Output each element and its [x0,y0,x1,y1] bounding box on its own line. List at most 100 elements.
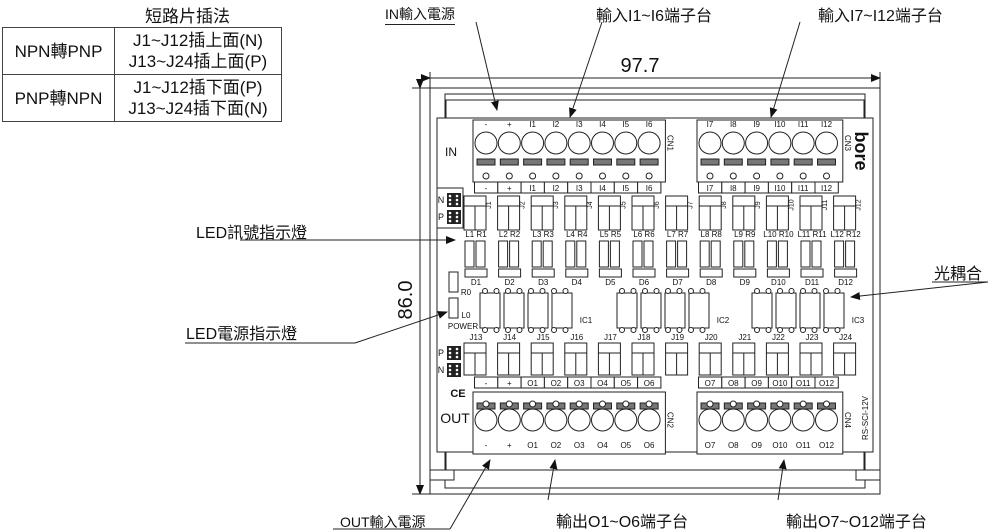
pin [482,327,488,333]
setting-cell: J1~J12插上面(N)J13~J24插上面(P) [114,27,282,75]
terminal-label: I4 [599,184,606,193]
jumper-label: J2 [520,201,527,209]
rail-foot [855,469,881,481]
jumper-label: J9 [755,201,762,209]
test-hole [599,400,606,408]
in-connector-cn3 [696,119,844,194]
pin [455,194,459,198]
terminal-label: O3 [574,379,585,388]
annotation-out-o7-o12: 輸出O7~O12端子台 [786,514,927,531]
terminal-label: I1 [529,184,536,193]
pin [539,288,546,294]
callout-out-o1-o6 [547,459,558,501]
pin [493,288,500,294]
pin [528,288,534,294]
test-hole [482,400,490,408]
resistor [677,240,688,268]
test-hole [799,172,807,180]
pin [448,198,452,202]
optocoupler-ic [799,292,821,329]
pin [455,372,459,376]
jumper-label: J17 [604,333,617,342]
pin [455,364,459,368]
jumper-label: J18 [638,333,651,342]
pin [699,327,706,333]
callout-optocoupler [850,281,989,300]
terminal-label: O4 [597,441,608,450]
annotation-in-power: IN輸入電源 [385,4,455,25]
resistor [509,240,520,268]
diode-label: D11 [805,278,820,287]
screw-terminal [637,131,661,155]
resistor [609,240,620,268]
pin [823,288,829,294]
optocoupler-ic [616,292,638,329]
screw-terminal [614,131,638,155]
terminal-label: O1 [527,379,538,388]
np-label: N [438,365,445,375]
clamp [499,158,519,166]
jumper-label: J19 [671,333,684,342]
pin [448,351,452,355]
jumper-label: J21 [738,333,751,342]
clamp [546,158,566,166]
terminal-label: O9 [751,441,762,450]
jumper-label: J12 [856,199,863,210]
test-hole [599,172,606,180]
terminal-label: - [485,184,488,193]
terminal-label: I10 [774,184,786,193]
pin [754,288,760,294]
resistor [475,240,486,268]
pin [665,288,671,294]
screw-terminal [497,131,521,155]
pin [455,347,459,351]
diode-label: D7 [672,278,683,287]
diode-label: D2 [504,278,515,287]
mode-cell: PNP轉NPN [2,74,115,122]
setting-line: J13~J24插下面(N) [128,99,268,118]
terminal-label: + [507,441,512,450]
terminal-label: I1 [529,120,536,129]
terminal-label: - [485,441,488,450]
terminal-label: O8 [728,441,739,450]
screw-terminal [721,408,745,432]
pin [834,327,841,333]
terminal-label-box [814,376,839,389]
pin [455,351,459,355]
diode [834,268,858,278]
clamp [593,158,612,166]
pin [448,219,452,223]
pin [448,211,452,215]
pin [619,327,625,333]
test-hole [505,172,513,180]
test-hole [799,400,807,408]
terminal-label: O5 [620,379,631,388]
annotation-in-i7-i12: 輸入I7~I12端子台 [818,8,943,25]
optocoupler-ic [551,292,573,329]
callout-in-power [475,21,499,111]
pin [516,327,523,333]
annotation-out-o1-o6: 輸出O1~O6端子台 [556,514,689,531]
pin [493,327,500,333]
pin [448,355,452,359]
diode [766,268,790,278]
pin [800,288,806,294]
clamp [817,158,836,166]
pin [448,194,452,198]
pin [823,327,829,333]
table-row: NPN轉PNP J1~J12插上面(N)J13~J24插上面(P) [2,27,282,75]
diode [800,268,824,278]
pin [811,327,818,333]
terminal-label: I12 [821,120,833,129]
pin [653,288,660,294]
diode-label: D4 [572,278,583,287]
pin [505,288,511,294]
led-indicator [800,240,811,268]
pin [777,327,783,333]
in-connector-cn1 [472,119,666,194]
optocoupler-ic [527,292,549,329]
led-label: L6 R6 [633,230,655,239]
terminal-label: I7 [707,120,714,129]
ce-mark: CE [450,388,465,400]
